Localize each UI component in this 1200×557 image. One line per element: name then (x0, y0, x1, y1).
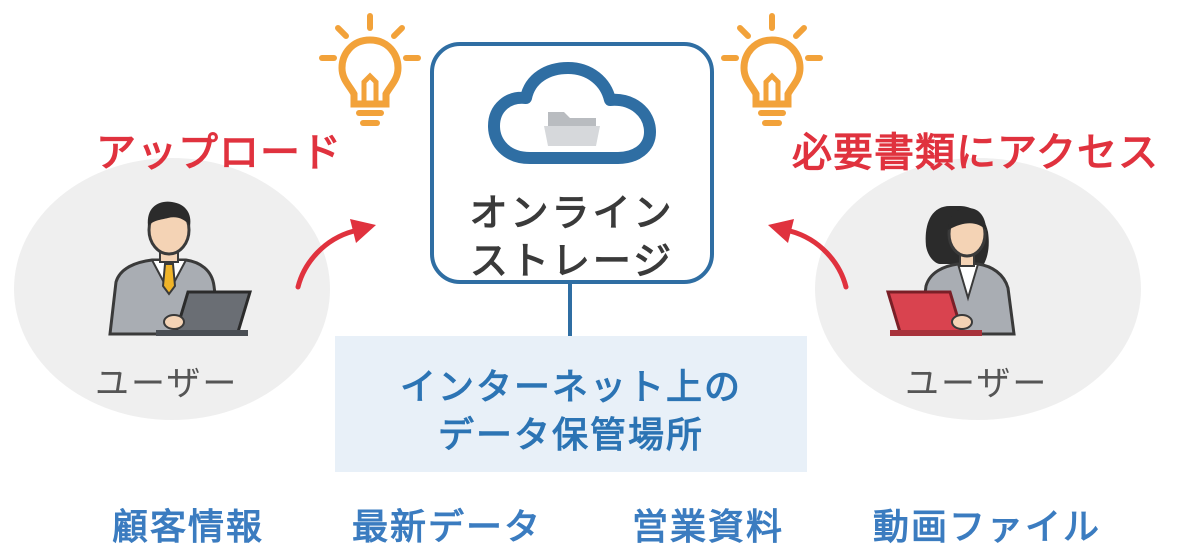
businessman-laptop-icon (108, 201, 253, 336)
upload-label: アップロード (96, 130, 342, 176)
bottom-item-video-files: 動画ファイル (873, 507, 1102, 548)
lightbulb-left-icon (319, 13, 421, 126)
info-box: インターネット上の データ保管場所 (335, 336, 807, 472)
storage-title-line1: オンライン (469, 191, 675, 235)
curved-arrow-left-icon (295, 219, 376, 290)
bottom-item-latest-data: 最新データ (352, 507, 543, 548)
bottom-item-sales-docs: 営業資料 (632, 507, 785, 548)
bottom-item-customer-info: 顧客情報 (112, 507, 265, 548)
access-label: 必要書類にアクセス (792, 130, 1159, 176)
online-storage-box: オンライン ストレージ (430, 42, 714, 284)
storage-title-line2: ストレージ (469, 239, 675, 283)
cloud-folder-icon (488, 62, 656, 164)
info-line1: インターネット上の (399, 367, 742, 408)
user-left-label: ユーザー (95, 364, 239, 404)
lightbulb-right-icon (721, 13, 823, 126)
curved-arrow-right-icon (768, 219, 849, 290)
user-right-label: ユーザー (905, 364, 1049, 404)
info-line2: データ保管場所 (437, 415, 704, 456)
businesswoman-laptop-icon (885, 206, 1016, 336)
connector-line (568, 284, 572, 336)
